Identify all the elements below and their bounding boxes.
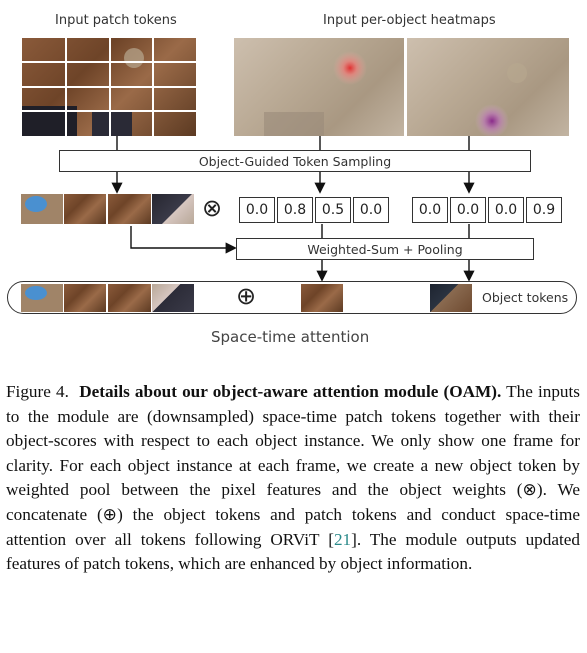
input-patch-tokens-label: Input patch tokens bbox=[55, 13, 177, 28]
score-cell: 0.0 bbox=[450, 197, 486, 223]
citation-link[interactable]: 21 bbox=[333, 529, 352, 549]
attention-label: Space-time attention bbox=[211, 328, 370, 346]
patch-token-tile bbox=[108, 194, 151, 224]
heatmap-object-2 bbox=[407, 38, 569, 136]
caption-body-end: ]. The module outputs updated features o… bbox=[6, 529, 580, 574]
token-sequence bbox=[7, 281, 577, 314]
object-token-2 bbox=[430, 284, 472, 312]
caption-title: Details about our object-aware attention… bbox=[79, 382, 502, 401]
pooling-box: Weighted-Sum + Pooling bbox=[236, 238, 534, 260]
score-cell: 0.0 bbox=[353, 197, 389, 223]
figure-caption: Figure 4. Details about our object-aware… bbox=[6, 380, 580, 577]
input-frame-image bbox=[22, 38, 196, 136]
patch-token-tile bbox=[64, 194, 106, 224]
patch-token-tile bbox=[108, 284, 151, 312]
patch-token-tile bbox=[64, 284, 106, 312]
score-cell: 0.0 bbox=[239, 197, 275, 223]
score-cell: 0.8 bbox=[277, 197, 313, 223]
score-cell: 0.0 bbox=[488, 197, 524, 223]
figure-connectors bbox=[111, 136, 475, 282]
heatmap-object-1 bbox=[234, 38, 404, 136]
patch-token-tile bbox=[152, 194, 194, 224]
input-heatmaps-label: Input per-object heatmaps bbox=[323, 13, 496, 28]
patch-token-tile bbox=[21, 284, 63, 312]
otimes-symbol: ⊗ bbox=[201, 194, 223, 222]
score-cell: 0.9 bbox=[526, 197, 562, 223]
patch-grid bbox=[22, 38, 196, 136]
caption-body: The inputs to the module are (downsample… bbox=[6, 382, 580, 549]
caption-prefix: Figure 4. bbox=[6, 382, 69, 401]
patch-token-tile bbox=[21, 194, 63, 224]
token-sampling-box: Object-Guided Token Sampling bbox=[59, 150, 531, 172]
score-cell: 0.0 bbox=[412, 197, 448, 223]
oplus-symbol: ⊕ bbox=[235, 282, 257, 310]
score-cell: 0.5 bbox=[315, 197, 351, 223]
object-token-1 bbox=[301, 284, 343, 312]
patch-token-tile bbox=[152, 284, 194, 312]
object-tokens-label: Object tokens bbox=[482, 290, 569, 305]
